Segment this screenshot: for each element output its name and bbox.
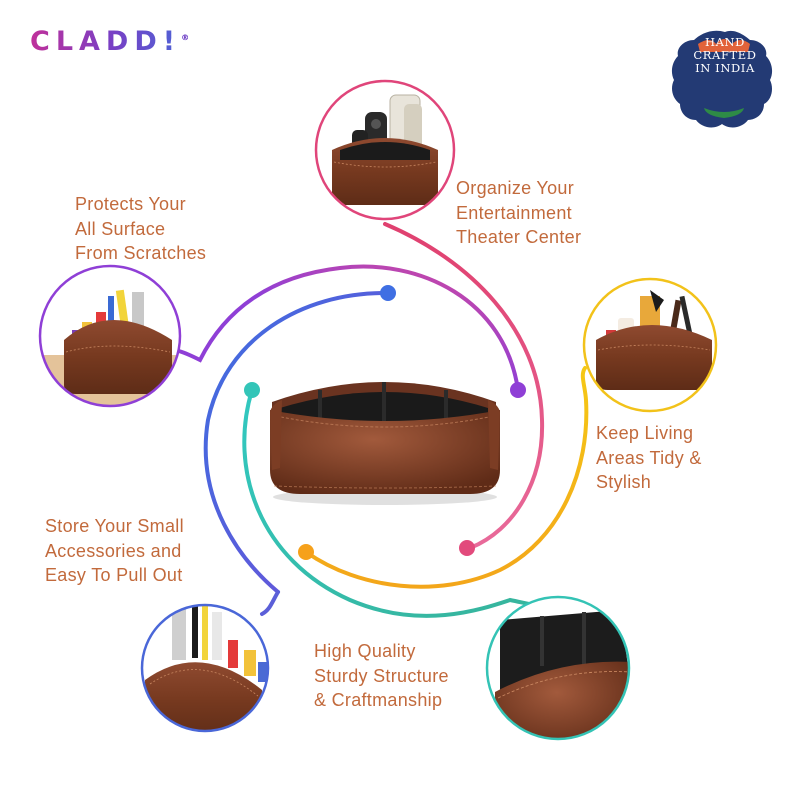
- badge-line-3: IN INDIA: [695, 61, 755, 75]
- badge-label: HAND CRAFTED IN INDIA: [675, 36, 775, 75]
- feature-line: Accessories and: [45, 540, 182, 561]
- feature-line: Easy To Pull Out: [45, 565, 183, 585]
- feature-line: & Craftmanship: [314, 690, 443, 710]
- pink-arc: [383, 222, 545, 550]
- feature-line: Protects Your: [75, 194, 186, 214]
- feature-line: From Scratches: [75, 243, 207, 263]
- feature-line: High Quality: [314, 641, 416, 661]
- dot-violet: [510, 382, 526, 398]
- feature-line: Sturdy Structure: [314, 665, 449, 686]
- handcrafted-in-india-badge: [671, 30, 773, 128]
- feature-line: All Surface: [75, 218, 166, 239]
- feature-line: Store Your Small: [45, 516, 184, 536]
- feature-quality: High Quality Sturdy Structure & Craftman…: [314, 639, 449, 713]
- blue-arc: [203, 290, 390, 594]
- dot-blue: [380, 285, 396, 301]
- badge-line-2: CRAFTED: [693, 48, 757, 62]
- feature-store: Store Your Small Accessories and Easy To…: [45, 514, 184, 588]
- brand-logo: CLADD!®: [30, 26, 189, 57]
- feature-line: Keep Living: [596, 423, 694, 443]
- dot-teal: [244, 382, 260, 398]
- violet-arc: [170, 264, 520, 392]
- feature-line: Entertainment: [456, 202, 572, 223]
- feature-protects: Protects Your All Surface From Scratches: [75, 192, 206, 266]
- center-product-image: [270, 382, 500, 505]
- blue-tail: [260, 590, 280, 616]
- feature-line: Organize Your: [456, 178, 574, 198]
- feature-line: Areas Tidy &: [596, 447, 702, 468]
- yellow-arc: [304, 366, 589, 589]
- feature-line: Stylish: [596, 472, 652, 492]
- registered-mark: ®: [181, 33, 190, 42]
- feature-line: Theater Center: [456, 227, 582, 247]
- craftsmanship-circle: [485, 595, 631, 741]
- teal-arc: [242, 388, 558, 618]
- dot-orange: [298, 544, 314, 560]
- decorative-arcs: [170, 222, 589, 618]
- brand-name: CLADD!: [30, 26, 182, 57]
- stationery-holder-circle: [38, 264, 182, 408]
- feature-tidy: Keep Living Areas Tidy & Stylish: [596, 421, 702, 495]
- remote-holder-circle: [314, 79, 456, 221]
- badge-line-1: HAND: [704, 35, 746, 49]
- pens-holder-circle: [140, 603, 270, 733]
- dot-pink: [459, 540, 475, 556]
- cosmetics-holder-circle: [582, 277, 718, 413]
- feature-organize: Organize Your Entertainment Theater Cent…: [456, 176, 581, 250]
